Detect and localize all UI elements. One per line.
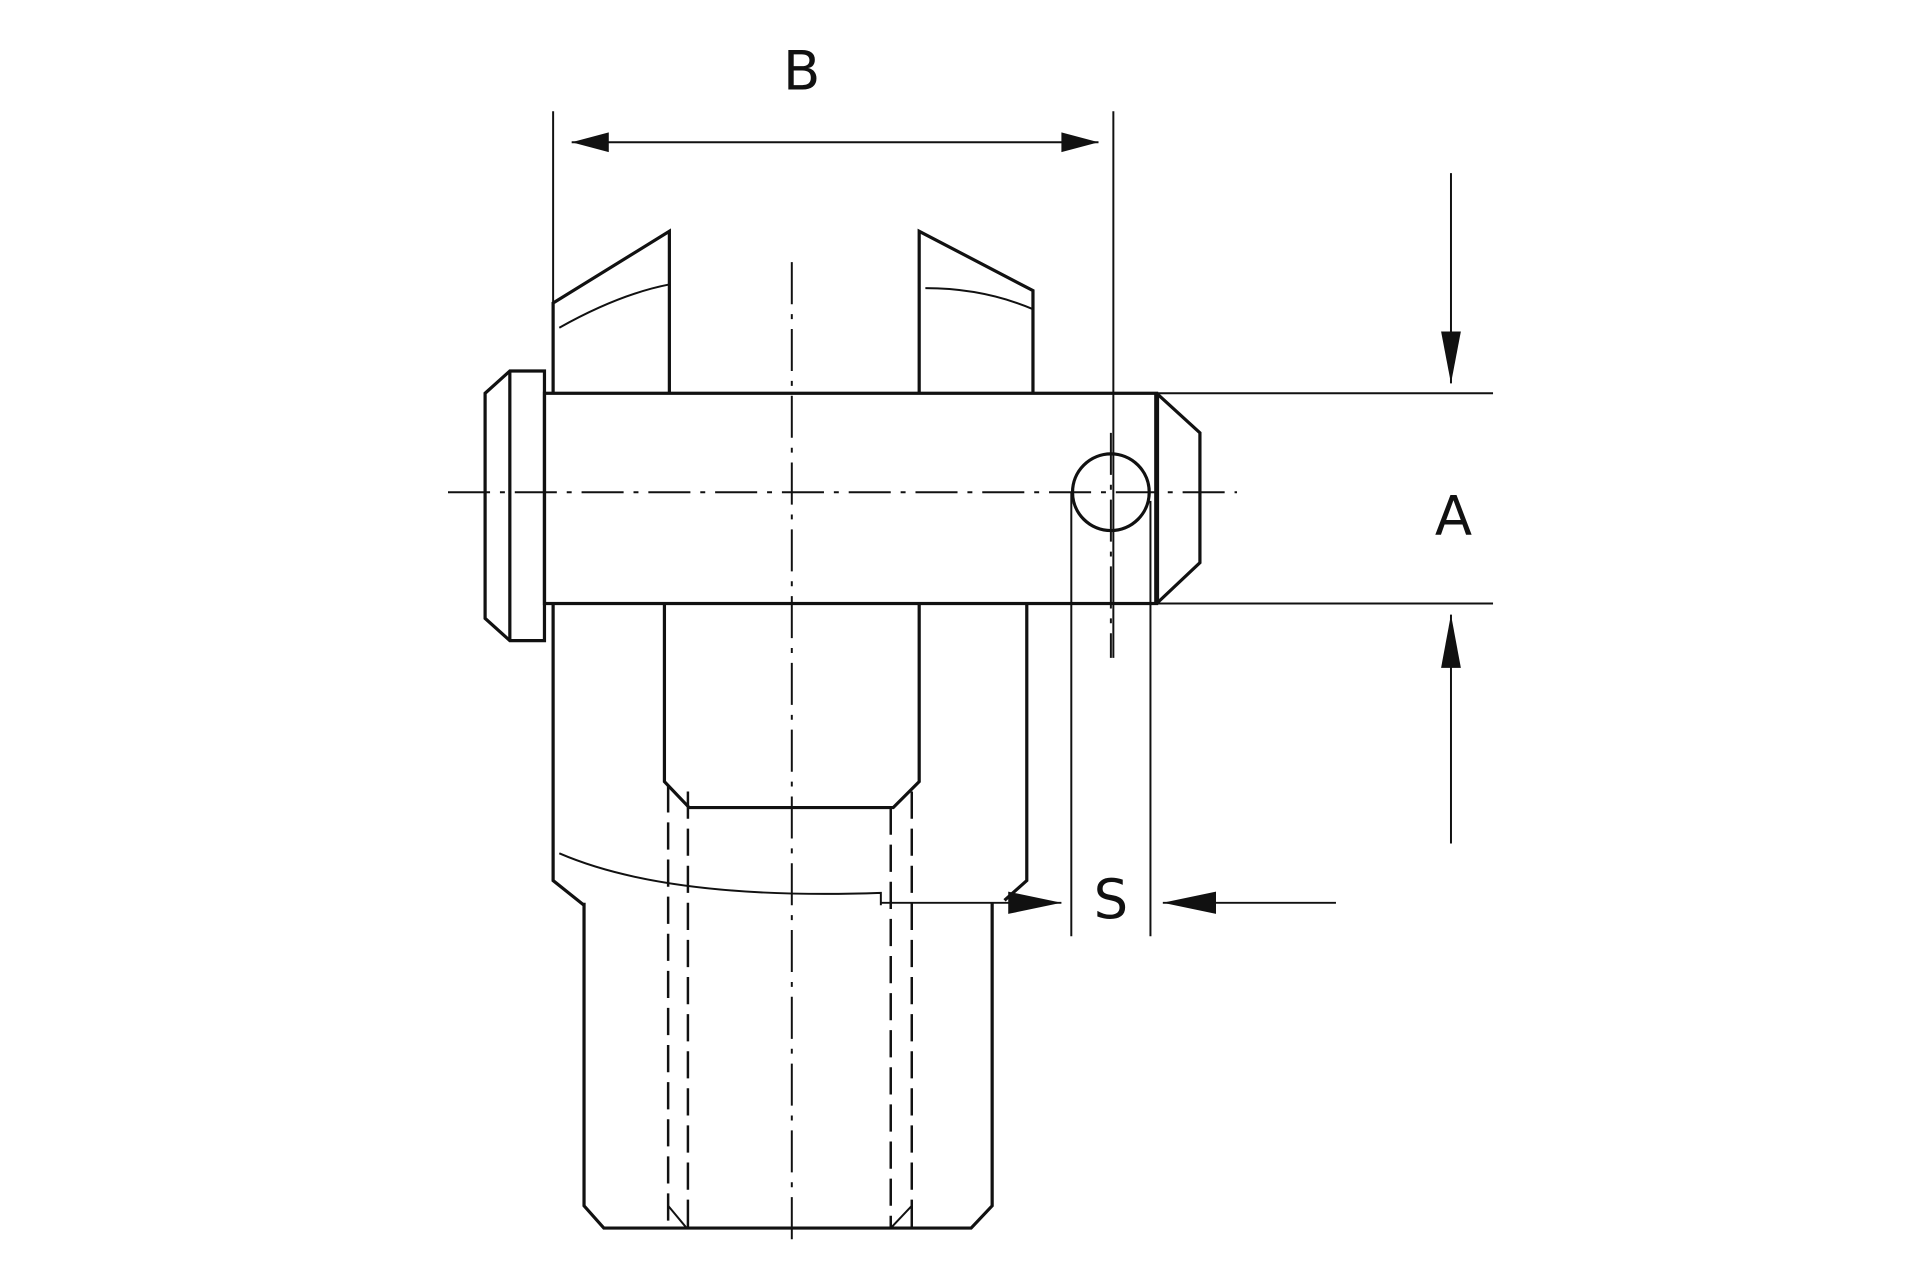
threaded-stud: [582, 785, 994, 1230]
fork-prongs: [551, 228, 1035, 394]
dimension-label-s: S: [1094, 867, 1129, 931]
dimension-label-b: B: [783, 38, 820, 102]
centerlines: [448, 262, 1238, 1250]
dimension-b: B: [552, 38, 1115, 658]
dimension-s: S: [880, 867, 1336, 931]
clevis-pin: [483, 369, 1202, 937]
fork-body: [551, 603, 1029, 907]
dimension-a: A: [1156, 173, 1494, 844]
dimension-label-a: A: [1435, 484, 1472, 548]
